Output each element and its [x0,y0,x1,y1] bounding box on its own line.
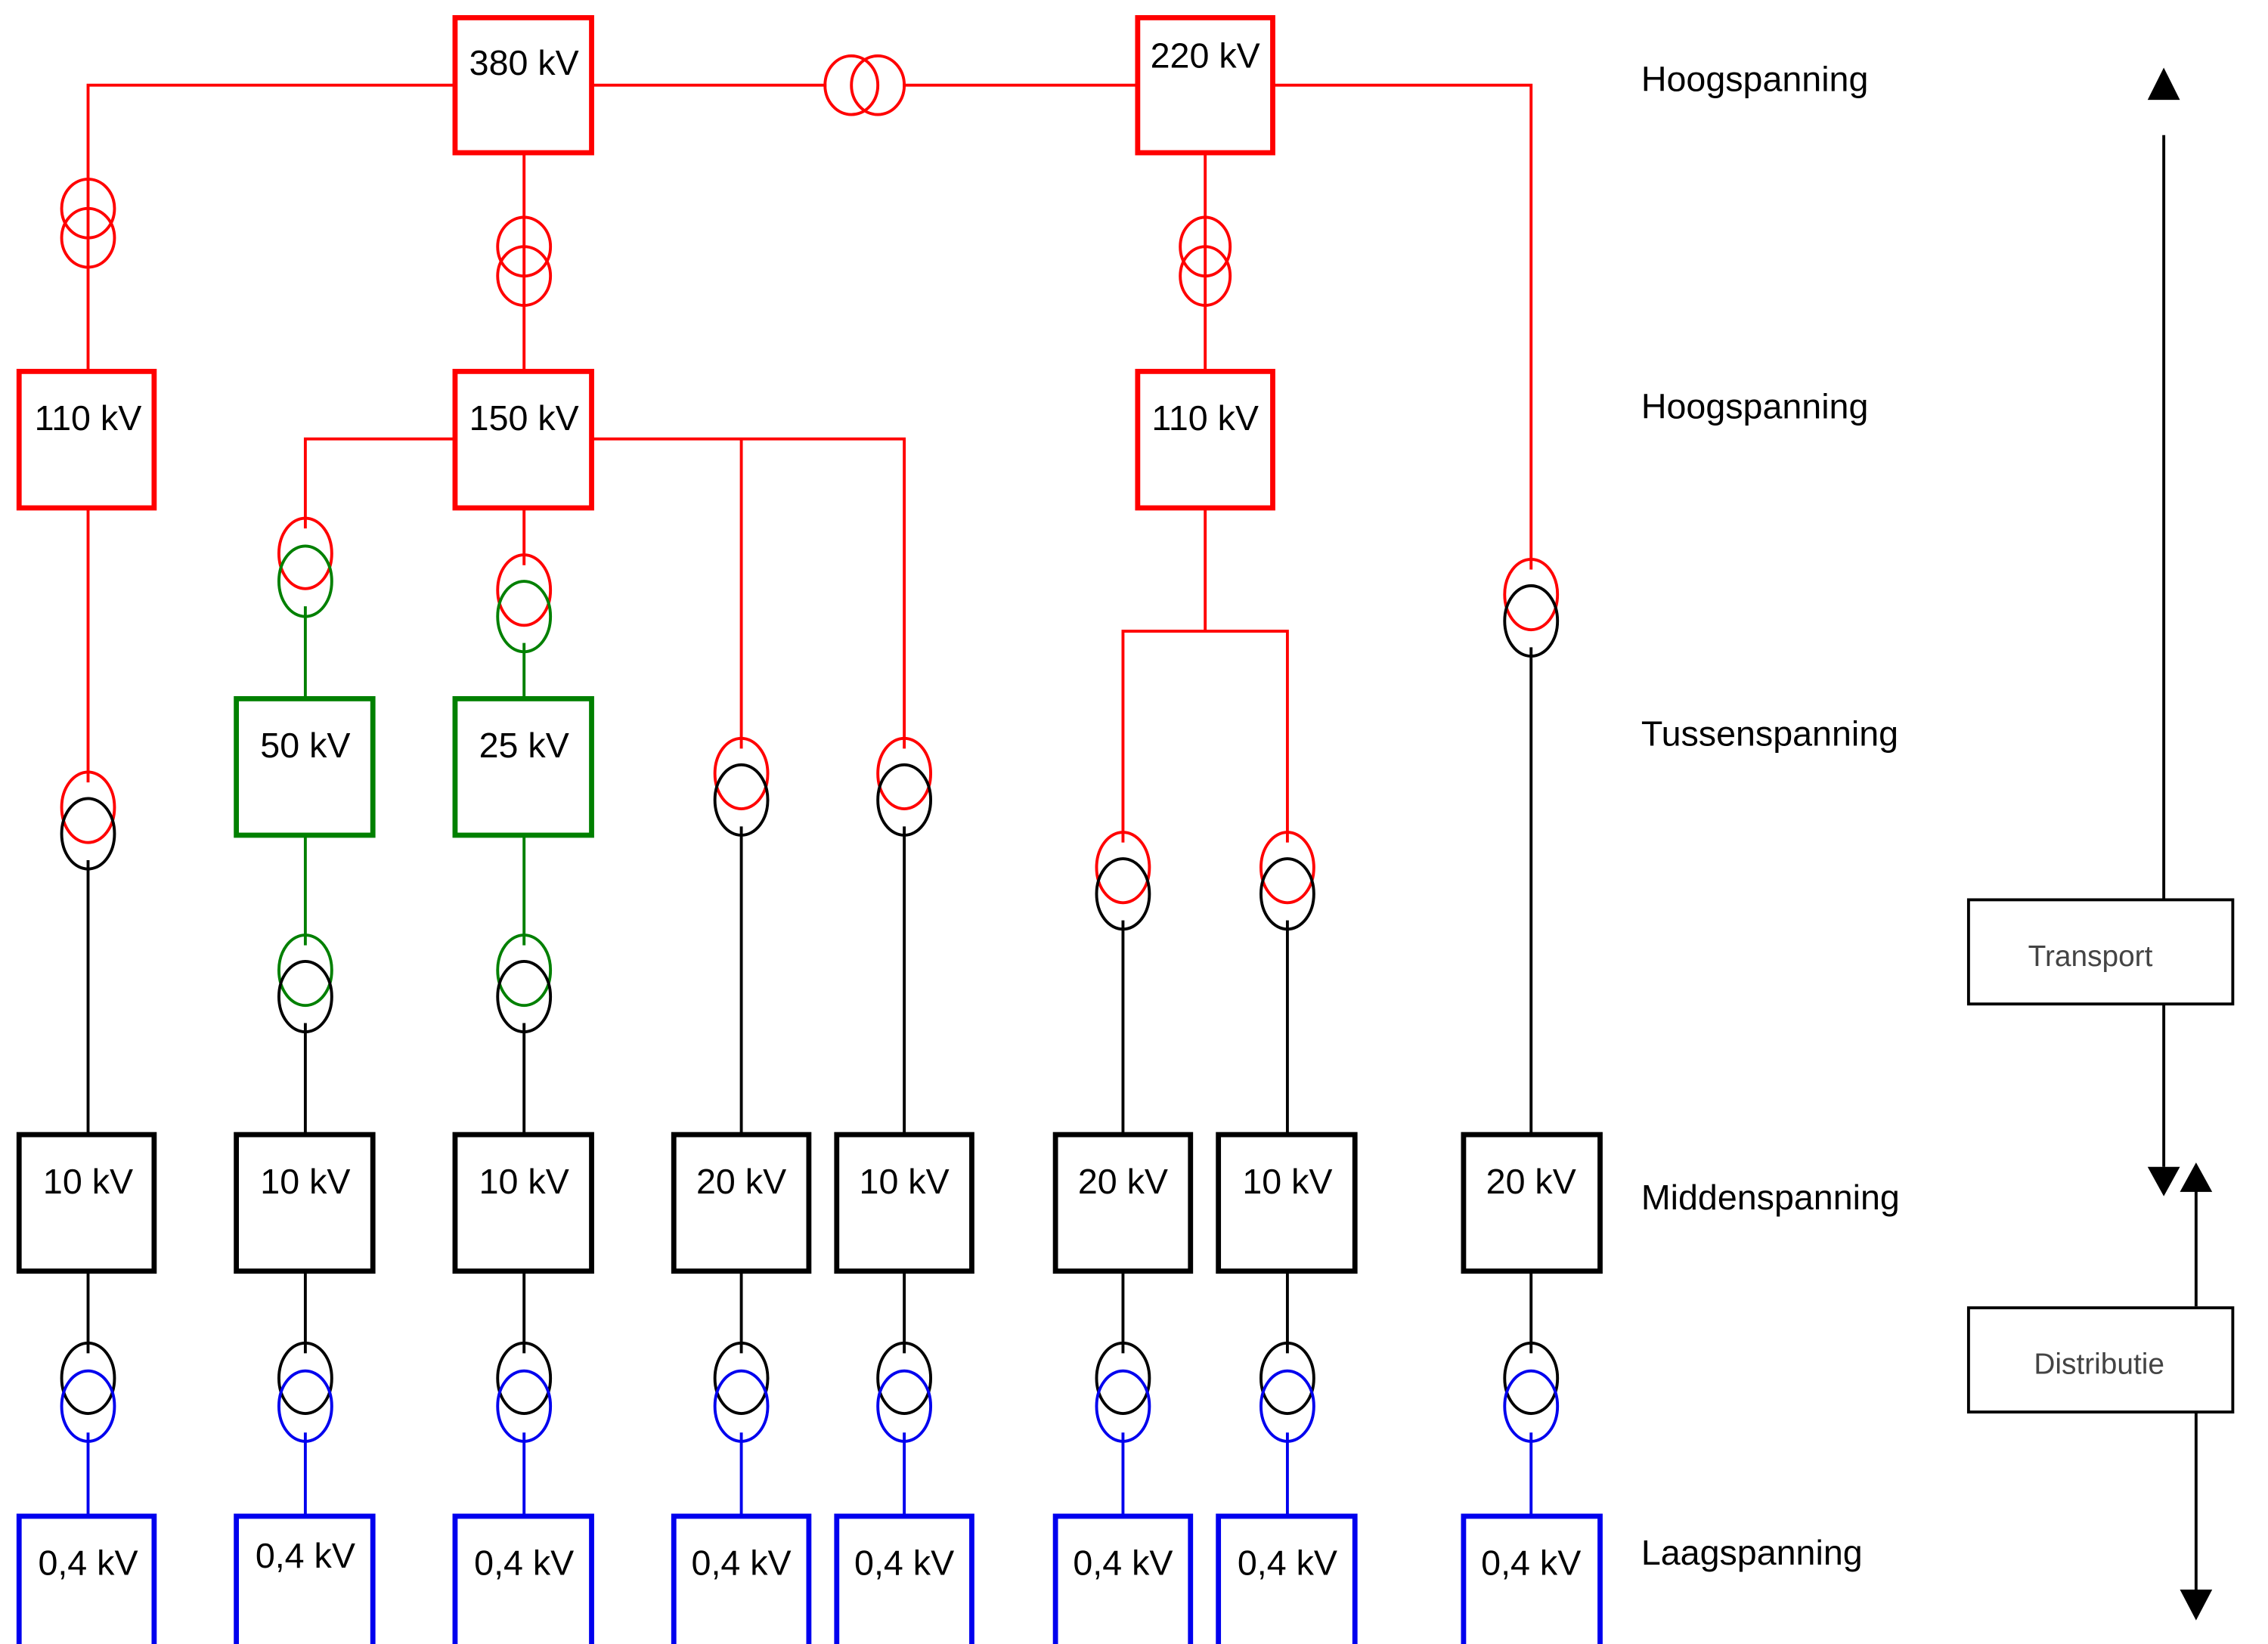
substation-mv-5: 10 kV [834,1132,974,1274]
substation-label: 25 kV [479,726,569,765]
substation-label: 150 kV [469,398,579,438]
substation-label: 0,4 kV [256,1536,355,1575]
wire [86,83,455,370]
substation-label: 0,4 kV [854,1543,954,1583]
transformer-icon [1095,1341,1151,1443]
wire [591,437,906,749]
arrow-up-icon [2180,1162,2213,1192]
transformer-icon [277,933,333,1034]
transformer-icon [496,933,553,1034]
substation-mv-2: 10 kV [234,1132,376,1274]
substation-mv-4: 20 kV [671,1132,812,1274]
transformer-icon [60,178,116,269]
substation-label: 10 kV [860,1162,950,1201]
wire [1272,83,1533,570]
arrow-down-icon [2180,1590,2213,1621]
substation-label: 20 kV [1486,1162,1576,1201]
substation-label: 380 kV [469,43,579,82]
level-label-laagspanning: Laagspanning [1641,1533,1863,1572]
transformers [60,54,1560,1443]
substation-label: 0,4 kV [38,1543,138,1583]
substation-mv-7: 10 kV [1216,1132,1358,1274]
substation-label: 50 kV [260,726,350,765]
transformer-icon [1503,1341,1560,1443]
substation-50kv: 50 kV [234,695,376,838]
medium-voltage-wires [86,647,1533,1354]
transformer-icon [823,54,906,116]
substation-mv-1: 10 kV [16,1132,157,1274]
substation-220kv: 220 kV [1135,15,1275,156]
substation-label: 20 kV [1078,1162,1168,1201]
transformer-icon [1259,831,1315,931]
substation-label: 110 kV [1151,398,1259,438]
substation-lv-8: 0,4 kV [1461,1513,1603,1644]
transformer-icon [277,516,333,618]
distributie-label: Distributie [2034,1348,2164,1381]
substation-label: 0,4 kV [1481,1543,1581,1583]
high-voltage-wires [86,83,1533,843]
substation-lv-5: 0,4 kV [834,1513,974,1644]
substation-label: 10 kV [43,1162,133,1201]
substation-mv-3: 10 kV [452,1132,594,1274]
substation-380kv: 380 kV [452,15,594,156]
distributie-box: Distributie [1966,1306,2235,1414]
substation-110kv-east: 110 kV [1135,368,1275,511]
transformer-icon [60,770,116,871]
transformer-icon [1179,215,1232,307]
low-voltage-wires [86,1432,1533,1516]
substation-label: 0,4 kV [1238,1543,1337,1583]
transformer-icon [496,553,553,654]
substation-label: 20 kV [696,1162,786,1201]
voltage-level-labels: Hoogspanning Hoogspanning Tussenspanning… [1641,60,1900,1573]
substation-lv-3: 0,4 kV [452,1513,594,1644]
flow-legend: Transport Distributie [1966,67,2235,1621]
level-label-tussenspanning: Tussenspanning [1641,714,1898,754]
transformer-icon [277,1341,333,1443]
transport-box: Transport [1966,898,2235,1006]
substations: 380 kV 220 kV 110 kV 150 kV 110 kV 50 kV… [16,15,1603,1644]
substation-label: 0,4 kV [474,1543,574,1583]
transformer-icon [1259,1341,1315,1443]
substation-label: 10 kV [260,1162,350,1201]
arrow-up-icon [2147,67,2180,101]
substation-mv-6: 20 kV [1052,1132,1194,1274]
transformer-icon [60,1341,116,1443]
wire [303,437,455,529]
level-label-hoogspanning-1: Hoogspanning [1641,60,1869,99]
transformer-icon [876,736,933,837]
substation-lv-6: 0,4 kV [1052,1513,1194,1644]
transformer-icon [496,1341,553,1443]
substation-25kv: 25 kV [452,695,594,838]
substation-lv-7: 0,4 kV [1216,1513,1358,1644]
transformer-icon [1503,557,1560,658]
substation-lv-4: 0,4 kV [671,1513,812,1644]
substation-lv-2: 0,4 kV [234,1513,376,1644]
substation-lv-1: 0,4 kV [16,1513,157,1644]
substation-label: 0,4 kV [692,1543,792,1583]
substation-label: 110 kV [35,398,142,438]
transformer-icon [1095,831,1151,931]
substation-150kv: 150 kV [452,368,594,511]
wire [1121,630,1289,843]
level-label-hoogspanning-2: Hoogspanning [1641,387,1869,426]
substation-label: 10 kV [479,1162,569,1201]
substation-110kv-west: 110 kV [16,368,157,511]
transformer-icon [713,1341,770,1443]
substation-label: 0,4 kV [1073,1543,1173,1583]
substation-label: 10 kV [1242,1162,1332,1201]
arrow-down-icon [2147,1166,2180,1197]
intermediate-voltage-wires [303,606,526,946]
substation-label: 220 kV [1151,36,1260,75]
transformer-icon [713,736,770,837]
level-label-middenspanning: Middenspanning [1641,1178,1900,1217]
transformer-icon [876,1341,933,1443]
transformer-icon [496,215,553,307]
substation-mv-8: 20 kV [1461,1132,1603,1274]
transport-label: Transport [2028,940,2153,973]
